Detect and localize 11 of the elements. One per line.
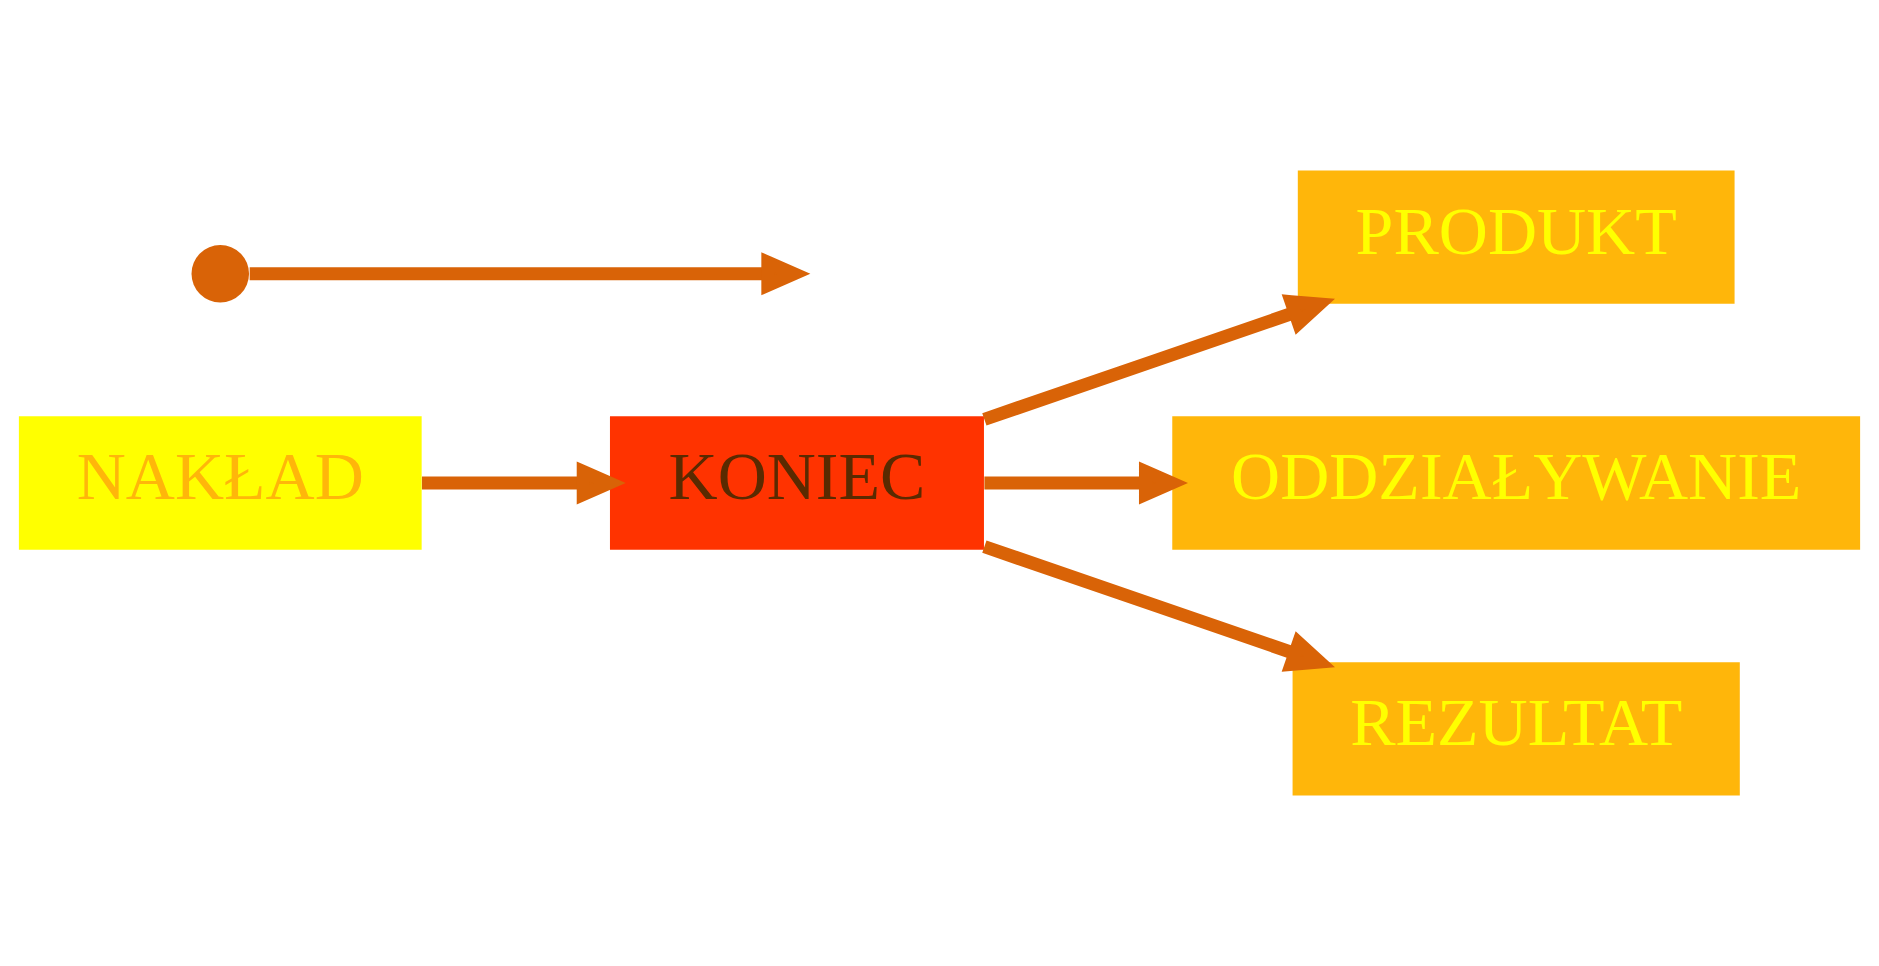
node-circle: [191, 245, 250, 303]
arrow: [249, 252, 811, 296]
arrow: [982, 540, 1335, 672]
arrow: [421, 461, 626, 505]
node-box: ODDZIAŁYWANIE: [1172, 416, 1861, 550]
node-box: NAKŁAD: [18, 416, 422, 550]
arrow: [982, 294, 1335, 426]
node-box: KONIEC: [609, 416, 984, 550]
arrow: [984, 461, 1188, 505]
node-box: REZULTAT: [1292, 662, 1740, 796]
node-box: PRODUKT: [1297, 170, 1735, 304]
